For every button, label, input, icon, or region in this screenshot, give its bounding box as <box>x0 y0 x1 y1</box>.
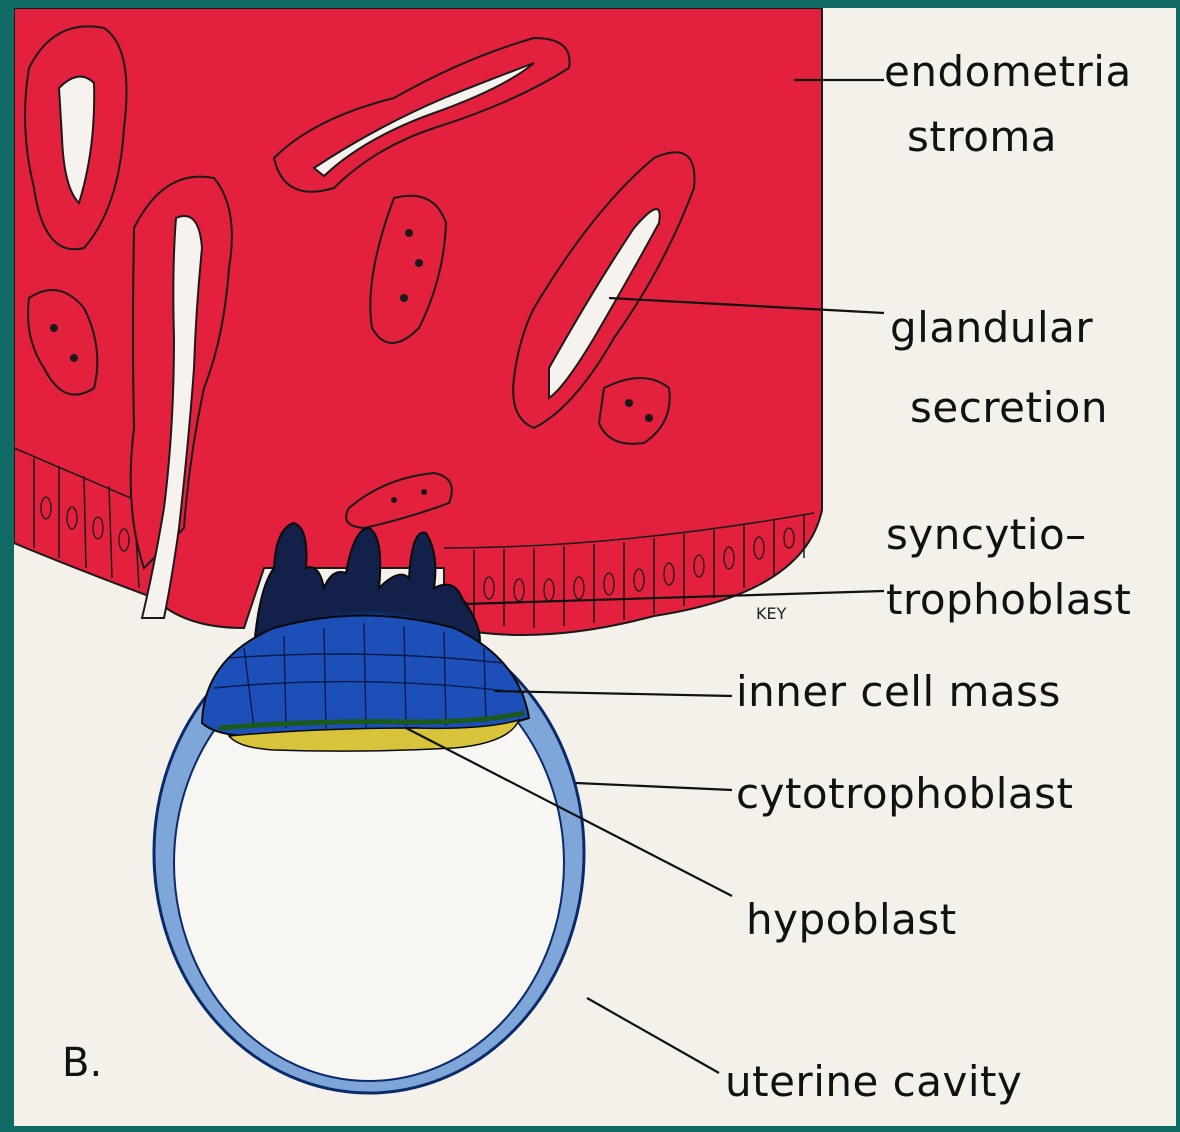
label-endometrial-line2: stroma <box>907 113 1057 161</box>
label-glandular-line2: secretion <box>910 384 1108 432</box>
panel-letter: B. <box>62 1040 102 1086</box>
label-glandular-line1: glandular <box>890 304 1093 352</box>
implantation-illustration <box>14 8 1176 1126</box>
leader-uterine <box>587 998 719 1073</box>
label-syncytio-line1: syncytio– <box>886 511 1087 559</box>
label-syncytio-line2: trophoblast <box>886 576 1131 624</box>
label-endometrial-line1: endometria <box>884 48 1132 96</box>
leader-cytotroph <box>576 783 732 790</box>
figure-frame: endometria stroma glandular secretion sy… <box>14 8 1176 1126</box>
label-uterine-cavity: uterine cavity <box>725 1058 1022 1106</box>
label-inner-cell-mass: inner cell mass <box>736 668 1061 716</box>
label-cytotrophoblast: cytotrophoblast <box>736 770 1074 818</box>
label-hypoblast: hypoblast <box>746 896 957 944</box>
artist-signature: KEY <box>756 604 786 623</box>
